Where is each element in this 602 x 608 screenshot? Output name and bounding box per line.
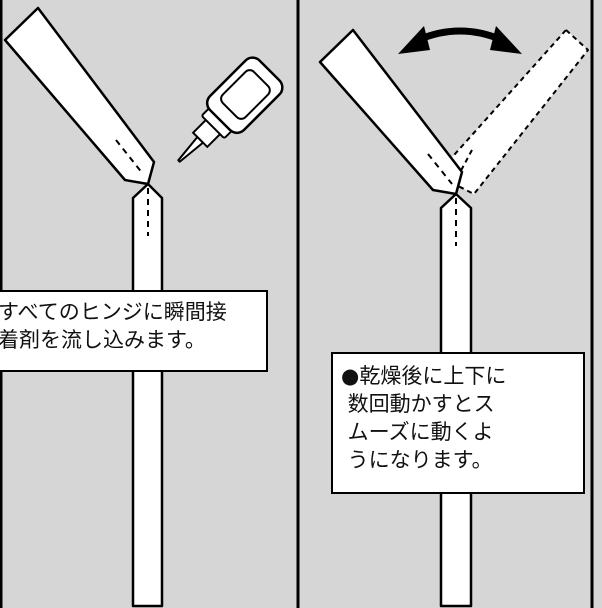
glue-bottle-icon [177,56,284,163]
right-arm-moved-position [445,29,589,195]
left-upper-hinge-line [115,139,144,175]
left-hinge-assembly [3,6,164,608]
left-upper-arm [3,6,156,186]
left-lower-post [131,182,164,608]
right-hinge-assembly [318,28,589,608]
right-instruction-callout: ●乾燥後に上下に 数回動かすとス ムーズに動くよ うになります。 [331,352,585,494]
left-instruction-callout: すべてのヒンジに瞬間接 着剤を流し込みます。 [0,290,268,372]
double-arrow-icon [398,26,522,54]
right-upper-arm [318,28,464,196]
